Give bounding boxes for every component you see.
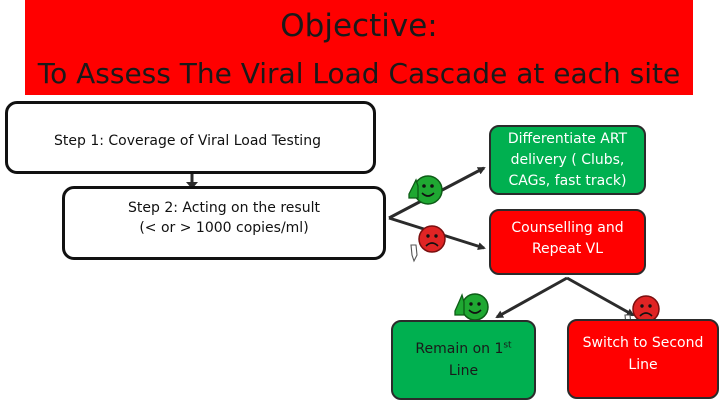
differentiate-art-box: Differentiate ART delivery ( Clubs, CAGs… xyxy=(489,125,646,195)
banner-subtitle: To Assess The Viral Load Cascade at each… xyxy=(37,57,681,90)
switch-second-line-box: Switch to Second Line xyxy=(567,319,719,399)
remain-text: Remain on 1 xyxy=(415,341,504,357)
remain-superscript: st xyxy=(503,340,512,351)
differentiate-line-2: delivery ( Clubs, xyxy=(510,151,625,168)
remain-line-2: Line xyxy=(448,363,479,379)
remain-line-1: Remain on 1st xyxy=(415,338,511,360)
differentiate-line-1: Differentiate ART xyxy=(507,130,628,147)
step2-box: Step 2: Acting on the result (< or > 100… xyxy=(62,186,386,260)
step2-label: Step 2: Acting on the result xyxy=(128,200,320,216)
arrow-to-remain xyxy=(495,276,568,319)
arrowhead-step2 xyxy=(186,182,198,189)
step1-label: Step 1: Coverage of Viral Load Testing xyxy=(54,133,321,149)
thumbs-up-icon xyxy=(454,293,489,321)
switch-line-2: Line xyxy=(628,357,658,373)
arrow-to-switch xyxy=(566,276,635,317)
banner-title: Objective: xyxy=(280,8,438,44)
counselling-box: Counselling and Repeat VL xyxy=(489,209,646,275)
objective-banner: Objective: To Assess The Viral Load Casc… xyxy=(25,0,693,95)
thumbs-down-icon xyxy=(410,225,446,263)
differentiate-line-3: CAGs, fast track) xyxy=(508,172,627,189)
switch-line-1: Switch to Second xyxy=(582,335,704,351)
counselling-line-1: Counselling and xyxy=(511,220,624,236)
remain-first-line-box: Remain on 1st Line xyxy=(391,320,536,400)
step1-box: Step 1: Coverage of Viral Load Testing xyxy=(5,101,376,174)
counselling-line-2: Repeat VL xyxy=(531,241,604,257)
step2-threshold: (< or > 1000 copies/ml) xyxy=(139,220,309,236)
thumbs-up-icon xyxy=(408,175,443,205)
